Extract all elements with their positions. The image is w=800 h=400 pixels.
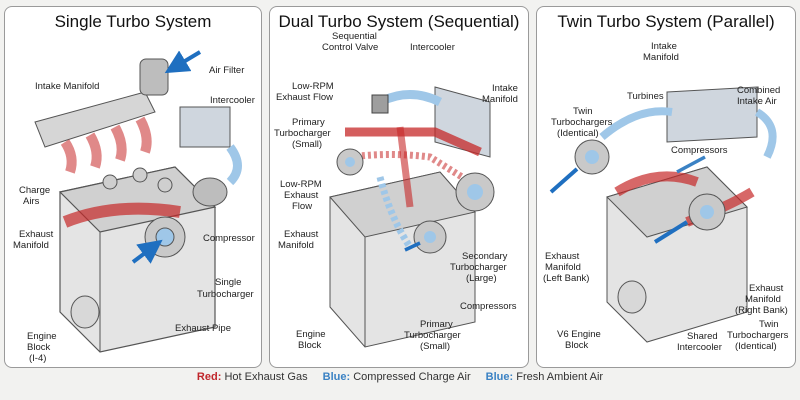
label-turbocharger: Turbocharger [274, 128, 331, 139]
label-compressors: Compressors [671, 145, 728, 156]
label-primary-2: Primary [420, 319, 453, 330]
label-turbocharger-3: Turbocharger [404, 330, 461, 341]
label-turbochargers: Turbochargers [551, 117, 613, 128]
label-twin: Twin [573, 106, 593, 117]
label-combined: Combined [737, 85, 780, 96]
label-intake-air: Intake Air [737, 96, 777, 107]
label-exhaust-right: Exhaust [749, 283, 784, 294]
dual-turbo-diagram: Sequential Control Valve Intercooler Int… [274, 31, 518, 352]
panel-dual-turbo: Dual Turbo System (Sequential) Sequentia… [269, 6, 529, 368]
label-flow: Flow [292, 201, 312, 212]
label-exhaust: Exhaust [545, 251, 580, 262]
legend-compressed-air: Blue: Compressed Charge Air [322, 371, 471, 383]
label-intercooler: Intercooler [677, 342, 722, 353]
panel-twin-turbo: Twin Turbo System (Parallel) Intake Mani… [536, 6, 796, 368]
sequential-control-valve [371, 94, 389, 114]
label-block: Block [565, 340, 588, 351]
label-small-2: (Small) [420, 341, 450, 352]
label-manifold: Manifold [643, 52, 679, 63]
label-air-filter: Air Filter [209, 65, 244, 76]
shared-intercooler [666, 86, 758, 143]
legend: Red: Hot Exhaust Gas Blue: Compressed Ch… [0, 371, 800, 383]
twin-turbo-diagram: Intake Manifold Turbines Combined Intake… [543, 41, 789, 353]
label-secondary: Secondary [462, 251, 508, 262]
label-airs: Airs [23, 196, 40, 207]
exhaust-manifold [62, 202, 181, 228]
label-exhaust-flow: Exhaust Flow [276, 92, 333, 103]
label-v6-engine: V6 Engine [557, 329, 601, 340]
label-turbocharger: Turbocharger [197, 289, 254, 300]
label-sequential: Sequential [332, 31, 377, 42]
legend-hot-exhaust: Red: Hot Exhaust Gas [196, 371, 308, 383]
exhaust-flow [345, 127, 482, 157]
label-intake-manifold: Intake Manifold [35, 81, 99, 92]
label-manifold: Manifold [13, 240, 49, 251]
label-manifold-right: Manifold [745, 294, 781, 305]
compressor [192, 177, 228, 207]
intercooler [179, 106, 231, 148]
panel-title: Dual Turbo System (Sequential) [278, 12, 520, 31]
label-exhaust-3: Exhaust [284, 229, 319, 240]
legend-fresh-air: Blue: Fresh Ambient Air [485, 371, 604, 383]
label-intercooler: Intercooler [210, 95, 255, 106]
label-manifold-2: Manifold [278, 240, 314, 251]
exhaust-left-bank [614, 171, 699, 197]
label-manifold: Manifold [482, 94, 518, 105]
label-exhaust: Exhaust [19, 229, 54, 240]
label-turbocharger-2: Turbocharger [450, 262, 507, 273]
panel-single-turbo: Single Turbo System [4, 6, 262, 368]
charge-pipe [226, 144, 242, 186]
single-turbo-diagram: Air Filter Intake Manifold Intercooler C… [13, 50, 255, 364]
label-single: Single [215, 277, 241, 288]
label-primary: Primary [292, 117, 325, 128]
label-charge: Charge [19, 185, 50, 196]
label-large: (Large) [466, 273, 497, 284]
panel-title: Single Turbo System [54, 12, 212, 31]
label-twin-2: Twin [759, 319, 779, 330]
label-i4: (I-4) [29, 353, 46, 364]
label-shared: Shared [687, 331, 718, 342]
label-compressors: Compressors [460, 301, 517, 312]
label-exhaust-pipe: Exhaust Pipe [175, 323, 231, 334]
label-intake: Intake [492, 83, 518, 94]
label-engine: Engine [27, 331, 57, 342]
label-turbines: Turbines [627, 91, 664, 102]
label-left-bank: (Left Bank) [543, 273, 589, 284]
label-intercooler: Intercooler [410, 42, 455, 53]
label-intake: Intake [651, 41, 677, 52]
label-low-rpm-2: Low-RPM [280, 179, 322, 190]
engine-block [329, 171, 476, 348]
label-identical-2: (Identical) [735, 341, 777, 352]
label-turbochargers-2: Turbochargers [727, 330, 789, 341]
label-low-rpm: Low-RPM [292, 81, 334, 92]
label-manifold-left: Manifold [545, 262, 581, 273]
label-engine: Engine [296, 329, 326, 340]
label-exhaust-2: Exhaust [284, 190, 319, 201]
fresh-air-arrow [164, 50, 202, 74]
label-compressor: Compressor [203, 233, 255, 244]
label-identical: (Identical) [557, 128, 599, 139]
label-control-valve: Control Valve [322, 42, 378, 53]
label-right-bank: (Right Bank) [735, 305, 788, 316]
v6-engine-block [606, 166, 748, 343]
panel-title: Twin Turbo System (Parallel) [557, 12, 775, 31]
label-block: Block [298, 340, 321, 351]
intake-manifold [34, 91, 156, 174]
air-filter [139, 58, 169, 96]
label-block: Block [27, 342, 50, 353]
label-small: (Small) [292, 139, 322, 150]
